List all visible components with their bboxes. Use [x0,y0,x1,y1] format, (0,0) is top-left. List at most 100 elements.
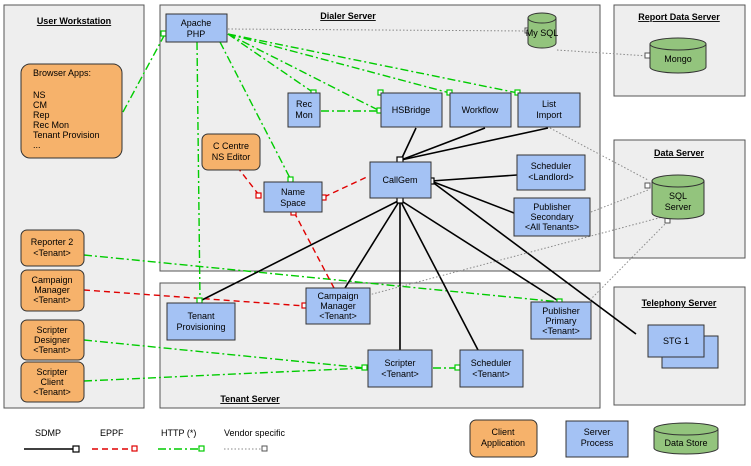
cm-server-label-1: Campaign [317,291,358,301]
scripter-server-label-1: Scripter [384,358,415,368]
legend-sdmp-label: SDMP [35,428,61,438]
tenant-provisioning-node: Tenant Provisioning [166,302,236,341]
c-centre-node: C Centre NS Editor [201,133,261,171]
legend-vendor-label: Vendor specific [224,428,286,438]
scripter-client-label-1: Scripter [36,367,67,377]
vendor-apache-mysql [227,28,529,32]
sdmp-workflow-callgem [400,127,486,161]
pubsecondary-label-2: Secondary [530,212,574,222]
stg1-label: STG 1 [663,336,689,346]
http-scripterclient-scripter [83,367,366,382]
vendor-pubprimary-sql [589,220,669,301]
tenantprov-label-1: Tenant [187,311,215,321]
scripter-client-label-3: <Tenant> [33,387,71,397]
campaign-manager-client-node: Campaign Manager <Tenant> [20,269,85,312]
http-apache-tenantprov [196,41,201,302]
workflow-label: Workflow [462,105,499,115]
browser-app-recmon: Rec Mon [33,120,69,130]
sdmp-listimport-callgem [400,127,549,161]
publisher-secondary-node: Publisher Secondary <All Tenants> [513,197,591,237]
pubsecondary-label-3: <All Tenants> [525,222,579,232]
legend-client-app-label-2: Application [481,438,525,448]
scheduler-tenant-label-1: Scheduler [471,358,512,368]
cm-server-label-2: Manager [320,301,356,311]
sdmp-pubsecondary-callgem [430,180,515,214]
http-apache-recmon [227,33,315,94]
legend: SDMP EPPF HTTP (*) Vendor specific Clien… [24,419,719,458]
zone-title-telephony-server: Telephony Server [642,298,717,308]
namespace-label-1: Name [281,187,305,197]
scheduler-landlord-node: Scheduler <Landlord> [516,154,586,191]
http-apache-namespace [219,41,292,181]
legend-server-process-label-2: Process [581,438,614,448]
mongo-datastore: Mongo [649,37,707,74]
workflow-node: Workflow [449,92,512,128]
browser-apps-node: Browser Apps: NS CM Rep Rec Mon Tenant P… [20,63,123,159]
pubsecondary-label-1: Publisher [533,202,571,212]
list-import-node: List Import [517,92,581,128]
reporter2-label-1: Reporter 2 [31,237,74,247]
scripter-designer-label-3: <Tenant> [33,345,71,355]
legend-http-label: HTTP (*) [161,428,196,438]
sql-label-1: SQL [669,191,687,201]
mongo-label: Mongo [664,54,692,64]
vendor-listimport-sql [549,127,649,181]
hsbridge-label: HSBridge [392,105,431,115]
zone-title-user-workstation: User Workstation [37,16,111,26]
legend-client-app-label-1: Client [491,427,515,437]
hsbridge-node: HSBridge [380,92,443,128]
browser-app-ns: NS [33,90,46,100]
legend-data-store: Data Store [653,422,719,455]
listimport-label-1: List [542,99,557,109]
apache-label-1: Apache [181,18,212,28]
zone-report-data-server: Report Data Server [613,4,746,97]
publisher-primary-node: Publisher Primary <Tenant> [530,301,592,340]
browser-app-ellipsis: ... [33,140,41,150]
scheduler-tenant-node: Scheduler <Tenant> [459,349,524,388]
eppf-namespace-campaignmgr [293,211,335,289]
scripter-server-node: Scripter <Tenant> [367,349,433,388]
eppf-campaignclient-campaignmgr [83,289,306,307]
namespace-label-2: Space [280,198,306,208]
sdmp-campaignmgr-callgem [344,199,401,289]
cm-client-label-2: Manager [34,285,70,295]
vendor-to-mongo [556,49,649,57]
rec-mon-node: Rec Mon [287,92,321,128]
legend-server-process: Server Process [565,420,629,458]
legend-server-process-label-1: Server [584,427,611,437]
campaign-manager-server-node: Campaign Manager <Tenant> [305,287,371,325]
sdmp-scheduler-callgem [430,174,518,182]
sdmp-hsbridge-callgem [400,127,417,161]
zone-title-tenant-server: Tenant Server [220,394,280,404]
legend-data-store-label: Data Store [664,438,707,448]
apache-label-2: PHP [187,29,206,39]
sdmp-scheduler-tenant-callgem [399,199,479,351]
cm-server-label-3: <Tenant> [319,311,357,321]
scheduler-landlord-label-2: <Landlord> [528,172,574,182]
scripter-server-label-2: <Tenant> [381,369,419,379]
scripter-client-node: Scripter Client <Tenant> [20,361,85,403]
tenantprov-label-2: Provisioning [176,322,225,332]
zone-title-report-data-server: Report Data Server [638,12,720,22]
eppf-namespace-ccentre [237,167,260,196]
legend-client-application: Client Application [469,419,538,458]
reporter2-label-2: <Tenant> [33,248,71,258]
callgem-label: CallGem [382,175,417,185]
cm-client-label-1: Campaign [31,275,72,285]
pubprimary-label-1: Publisher [542,306,580,316]
ccentre-label-1: C Centre [213,141,249,151]
eppf-namespace-callgem [323,175,370,198]
sdmp-stg-callgem [430,180,637,335]
vendor-campaign-sql [364,214,671,297]
zone-title-data-server: Data Server [654,148,705,158]
scheduler-tenant-label-2: <Tenant> [472,369,510,379]
sql-server-datastore: SQL Server [651,174,705,220]
ccentre-label-2: NS Editor [212,152,251,162]
recmon-label-2: Mon [295,110,313,120]
cm-client-label-3: <Tenant> [33,295,71,305]
name-space-node: Name Space [263,181,323,213]
callgem-node: CallGem [369,161,432,199]
scheduler-landlord-label-1: Scheduler [531,161,572,171]
http-apache-workflow [227,33,451,94]
